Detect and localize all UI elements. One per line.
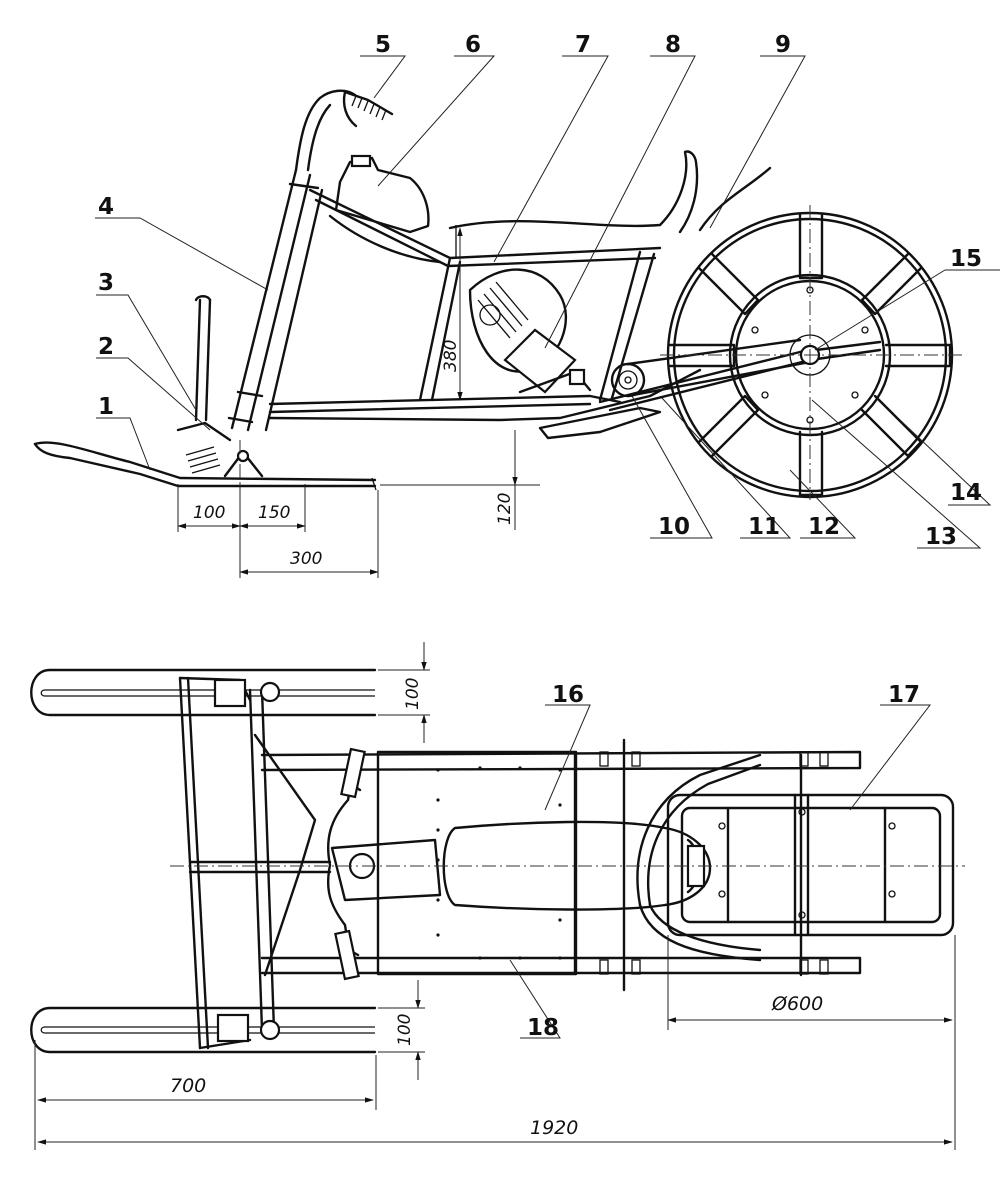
- dimension-labels: 100 150 300 120 380 100 100 700 Ø600 192…: [170, 340, 823, 1139]
- callout-5: 5: [375, 32, 391, 58]
- handlebar-grip: [342, 90, 394, 128]
- dim-700: 700: [170, 1075, 206, 1097]
- ski-strut: [176, 295, 264, 478]
- dim-380: 380: [441, 340, 461, 372]
- callout-1: 1: [98, 394, 114, 420]
- callout-6: 6: [465, 32, 481, 58]
- callout-15: 15: [950, 246, 982, 272]
- callout-2: 2: [98, 334, 114, 360]
- callout-8: 8: [665, 32, 681, 58]
- side-dimensions: [177, 227, 540, 578]
- footboard-rivets: [436, 766, 562, 960]
- top-dimensions: [34, 642, 956, 1150]
- top-leader-lines: [509, 704, 932, 1039]
- callout-7: 7: [575, 32, 591, 58]
- dim-600: Ø600: [771, 993, 823, 1015]
- callout-11: 11: [748, 514, 780, 540]
- footboard: [376, 750, 578, 976]
- steering-head: [330, 838, 442, 902]
- front-axle: [178, 676, 332, 1050]
- engine: [468, 268, 592, 394]
- top-ski-lower: [30, 1006, 377, 1054]
- callout-18: 18: [527, 1015, 559, 1041]
- side-view: [33, 55, 1000, 578]
- dim-1920: 1920: [530, 1117, 578, 1139]
- callout-14: 14: [950, 480, 982, 506]
- callout-16: 16: [552, 682, 584, 708]
- callout-12: 12: [808, 514, 840, 540]
- dim-100-top: 100: [403, 678, 423, 710]
- top-handlebars: [326, 747, 366, 981]
- callout-17: 17: [888, 682, 920, 708]
- dim-120: 120: [495, 493, 515, 525]
- fuel-tank: [334, 154, 430, 234]
- dim-150: 150: [258, 503, 290, 523]
- front-ski: [33, 441, 377, 491]
- side-leader-lines: [95, 55, 1000, 549]
- callout-4: 4: [98, 194, 114, 220]
- callout-9: 9: [775, 32, 791, 58]
- top-ski-upper: [30, 668, 377, 717]
- steering-column: [227, 89, 357, 432]
- callout-10: 10: [658, 514, 690, 540]
- paddle-blades: [668, 213, 952, 497]
- callout-3: 3: [98, 270, 114, 296]
- top-rear-drum: [666, 793, 955, 937]
- dim-100-bottom: 100: [395, 1014, 415, 1046]
- dim-300: 300: [290, 549, 322, 569]
- callout-labels: 1 2 3 4 5 6 7 8 9 10 11 12 13 14 15 16 1…: [98, 32, 982, 1041]
- main-frame: [268, 188, 702, 422]
- seat: [448, 150, 699, 234]
- dim-100-side: 100: [193, 503, 225, 523]
- top-view: [30, 642, 965, 1150]
- rear-axle: [622, 738, 803, 992]
- callout-13: 13: [925, 524, 957, 550]
